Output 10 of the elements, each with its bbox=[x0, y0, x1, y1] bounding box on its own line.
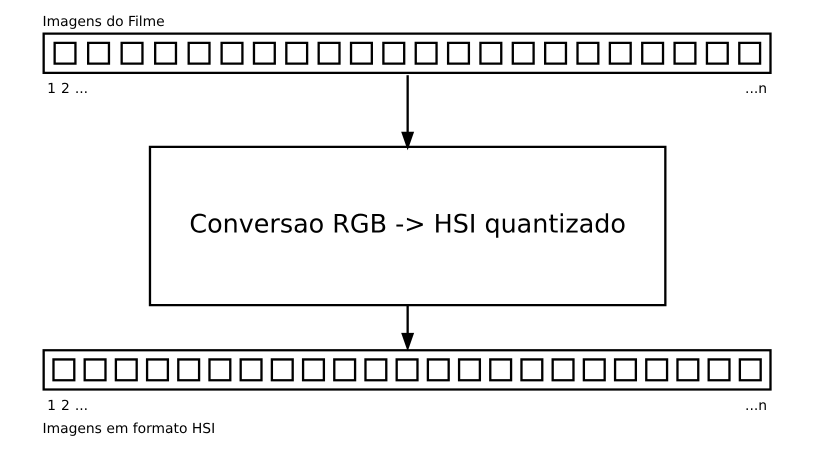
node-label: ... bbox=[74, 398, 88, 414]
node-label: Imagens do Filme bbox=[42, 14, 165, 30]
node-label: 1 bbox=[47, 81, 56, 98]
node-label: 2 bbox=[61, 398, 70, 414]
node-label: 2 bbox=[61, 81, 70, 98]
node-label: Imagens em formato HSI bbox=[42, 420, 216, 437]
node-label: 1 bbox=[47, 398, 56, 414]
node-label: ...n bbox=[745, 81, 768, 98]
node-label: ...n bbox=[745, 398, 768, 414]
node-label: ... bbox=[74, 81, 88, 98]
